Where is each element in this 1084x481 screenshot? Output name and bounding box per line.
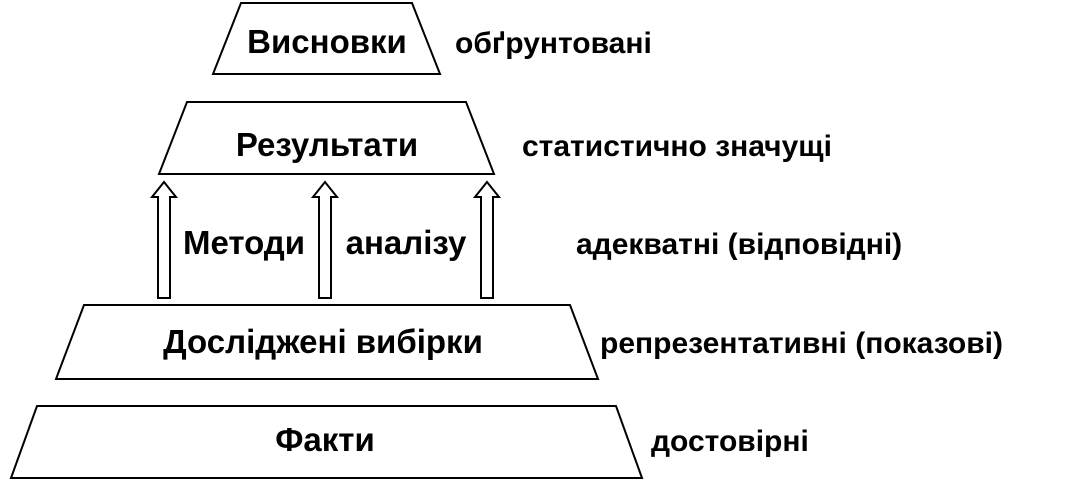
conclusions-quality: обґрунтовані	[455, 27, 652, 60]
facts-trapezoid	[9, 405, 644, 479]
samples-label: Досліджені вибірки	[163, 323, 483, 360]
conclusions-label: Висновки	[247, 23, 407, 60]
center-up-arrow	[310, 180, 340, 299]
results-quality: статистично значущі	[522, 130, 832, 163]
results-label: Результати	[236, 126, 418, 163]
right-up-arrow	[472, 180, 502, 299]
methods-label-word2: аналізу	[346, 224, 467, 261]
samples-trapezoid	[54, 304, 600, 380]
results-trapezoid	[157, 101, 496, 175]
samples-quality: репрезентативні (показові)	[600, 327, 1003, 360]
methods-label-word1: Методи	[183, 224, 305, 261]
conclusions-trapezoid	[211, 1, 442, 75]
methods-quality: адекватні (відповідні)	[576, 228, 902, 261]
facts-label: Факти	[275, 421, 374, 458]
facts-quality: достовірні	[651, 425, 809, 458]
left-up-arrow	[149, 180, 179, 299]
